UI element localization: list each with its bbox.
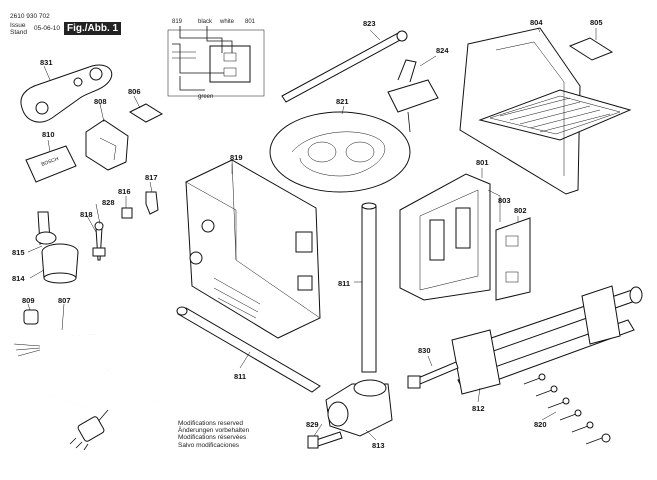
issue-label: Issue	[10, 22, 26, 29]
part-802-plate	[495, 217, 531, 301]
part-824-mount	[387, 59, 439, 133]
note-de: Änderungen vorbehalten	[178, 427, 250, 435]
part-label-804: 804	[530, 18, 543, 27]
part-823-antenna	[281, 30, 408, 103]
stand-label: Stand	[10, 29, 27, 36]
part-label-807: 807	[58, 296, 71, 305]
part-812-stand	[451, 285, 643, 395]
part-label-829: 829	[306, 420, 319, 429]
part-811-tube-diagonal	[176, 306, 321, 393]
part-label-823: 823	[363, 19, 376, 28]
part-label-813: 813	[372, 441, 385, 450]
part-label-814: 814	[12, 274, 25, 283]
part-806-plate	[128, 103, 164, 123]
part-816-block	[121, 207, 133, 219]
part-label-816: 816	[118, 187, 131, 196]
part-label-818: 818	[80, 210, 93, 219]
part-814-bushing	[41, 243, 79, 284]
note-en: Modifications reserved	[178, 420, 244, 427]
part-815-strainrelief	[35, 211, 57, 245]
part-821-dome	[269, 111, 411, 193]
figure-badge: Fig./Abb. 1	[64, 22, 122, 35]
wire-label-white: white	[220, 19, 235, 25]
part-label-805: 805	[590, 18, 603, 27]
part-830-screw	[407, 361, 459, 389]
part-810-label: BOSCH	[25, 145, 77, 183]
wire-label-801: 801	[245, 19, 256, 25]
leader-lines	[27, 27, 597, 441]
part-label-801: 801	[476, 158, 489, 167]
part-label-820: 820	[534, 420, 547, 429]
part-807-cord	[13, 334, 176, 451]
wire-label-819: 819	[172, 19, 183, 25]
wire-label-black: black	[198, 19, 213, 25]
part-813-coupling	[325, 379, 393, 437]
doc-number: 2610 930 702	[10, 13, 50, 20]
note-fr: Modifications réservées	[178, 434, 247, 442]
part-829-screw	[307, 431, 343, 449]
part-label-821: 821	[336, 97, 349, 106]
part-label-806: 806	[128, 87, 141, 96]
part-label-812: 812	[472, 404, 485, 413]
part-label-808: 808	[94, 97, 107, 106]
part-804-frame	[459, 27, 632, 195]
part-831-remote	[20, 64, 113, 123]
part-label-815: 815	[12, 248, 25, 257]
issue-date: 05-06-10	[34, 25, 61, 32]
part-label-831: 831	[40, 58, 53, 67]
wiring-inset	[167, 26, 265, 97]
part-819-housing	[185, 159, 321, 339]
part-805-clip	[568, 37, 614, 61]
part-820-screws	[523, 373, 611, 445]
svg-text:BOSCH: BOSCH	[41, 156, 60, 168]
part-label-817: 817	[145, 173, 158, 182]
part-label-828: 828	[102, 198, 115, 207]
part-label-809: 809	[22, 296, 35, 305]
part-817-clip	[145, 191, 159, 215]
part-label-811-vertical: 811	[338, 279, 351, 288]
note-es: Salvo modificaciones	[178, 441, 240, 449]
part-818-screw	[92, 221, 106, 261]
part-label-802: 802	[514, 206, 527, 215]
wire-label-green: green	[198, 94, 214, 100]
part-label-803: 803	[498, 196, 511, 205]
part-809-nut	[23, 309, 39, 325]
part-811-tube-vertical	[361, 202, 377, 373]
part-label-824: 824	[436, 46, 449, 55]
part-801-bay	[399, 173, 491, 301]
part-808-bracket	[85, 119, 129, 171]
modification-notes: Modifications reserved Änderungen vorbeh…	[178, 420, 249, 449]
part-label-819: 819	[230, 153, 243, 162]
part-label-830: 830	[418, 346, 431, 355]
part-label-811-diagonal: 811	[234, 372, 247, 381]
part-label-810: 810	[42, 130, 55, 139]
